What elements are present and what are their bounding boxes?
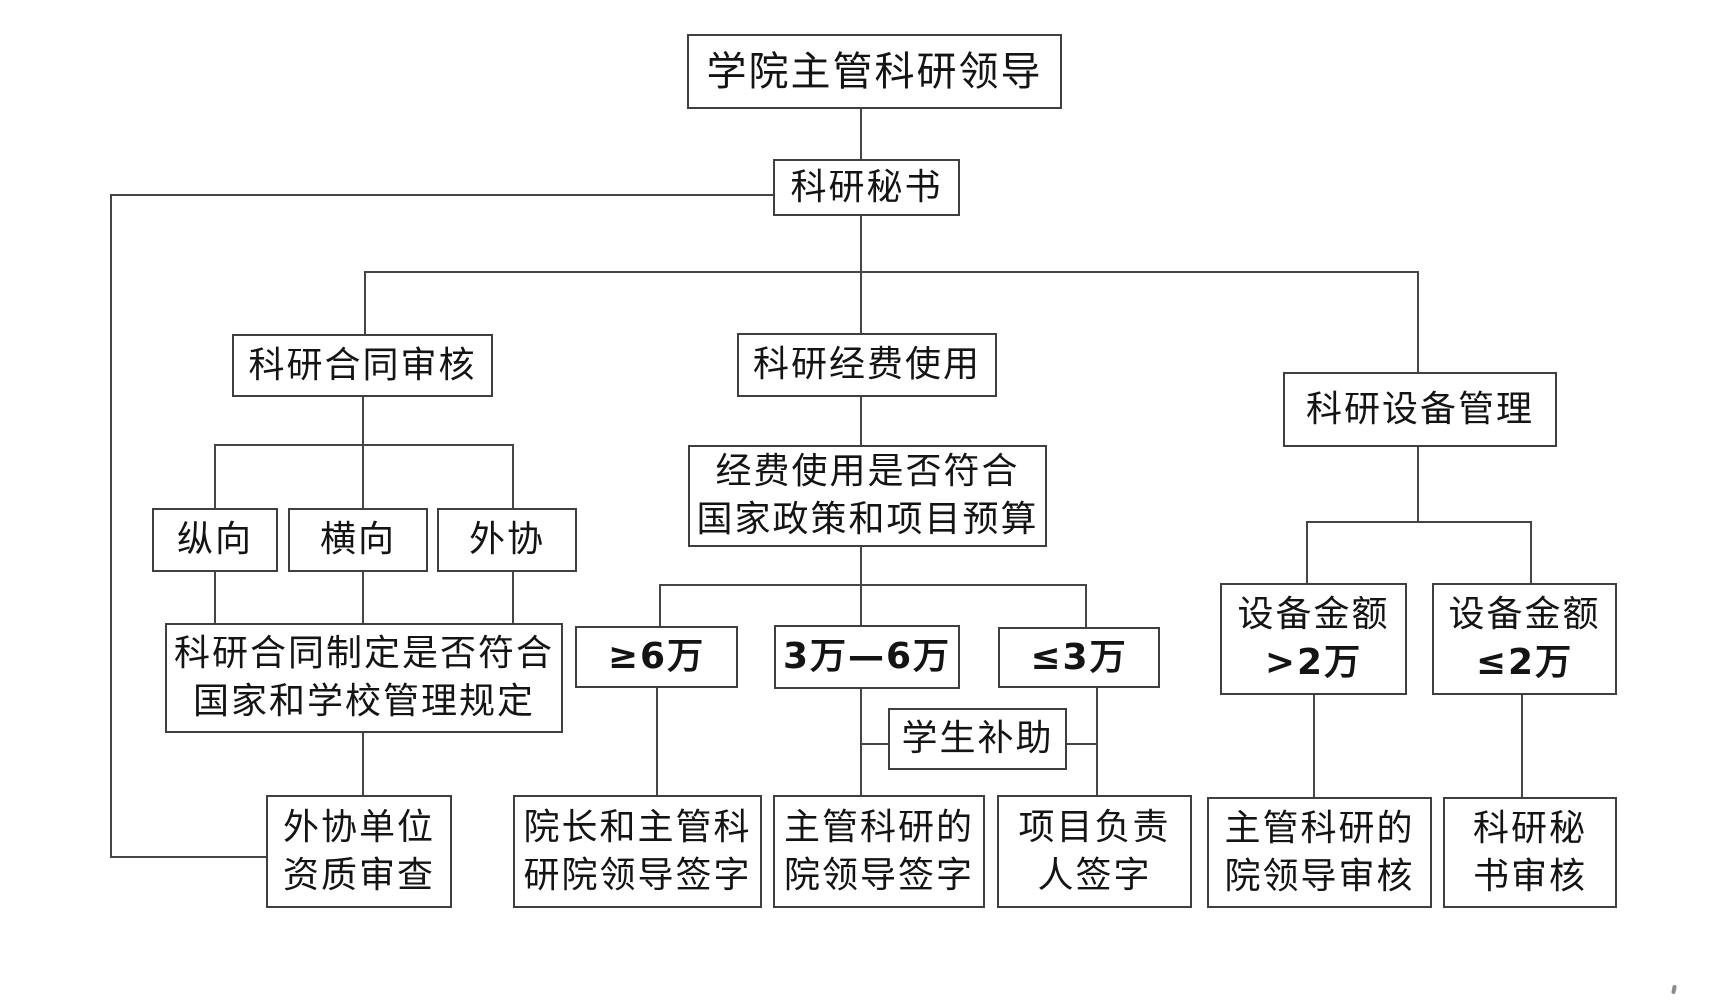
node-label: 科研设备管理 bbox=[1305, 388, 1534, 430]
node-label: ≤2万 bbox=[1475, 642, 1574, 683]
node-equip-gt-2w: 设备金额 >2万 bbox=[1220, 583, 1407, 695]
node-label: 外协 bbox=[468, 519, 545, 560]
node-label: 人签字 bbox=[1037, 854, 1152, 896]
connector-line bbox=[1530, 521, 1532, 585]
node-label: 院长和主管科 bbox=[523, 806, 752, 848]
node-contract-review: 科研合同审核 bbox=[232, 334, 493, 397]
connector-line bbox=[214, 572, 216, 625]
connector-line bbox=[110, 194, 775, 196]
node-sec-audit: 科研秘 书审核 bbox=[1443, 797, 1617, 908]
node-label: 科研合同制定是否符合 bbox=[173, 633, 554, 674]
connector-line bbox=[1417, 271, 1419, 374]
connector-line bbox=[860, 743, 890, 745]
node-label: ≥6万 bbox=[607, 636, 706, 677]
node-label: 项目负责 bbox=[1018, 806, 1171, 848]
node-label: 3万—6万 bbox=[782, 636, 952, 677]
node-horizontal-type: 横向 bbox=[288, 508, 428, 572]
connector-line bbox=[364, 271, 1419, 273]
node-label: 科研合同审核 bbox=[248, 344, 477, 386]
connector-line bbox=[214, 444, 514, 446]
node-label: 院领导签字 bbox=[783, 854, 974, 896]
connector-line bbox=[1521, 695, 1523, 799]
node-label: 设备金额 bbox=[1448, 594, 1601, 635]
node-equip-le-2w: 设备金额 ≤2万 bbox=[1432, 583, 1617, 695]
node-label: 资质审查 bbox=[282, 854, 435, 896]
node-label: 学生补助 bbox=[901, 718, 1054, 759]
connector-line bbox=[659, 584, 661, 628]
node-vertical-type: 纵向 bbox=[152, 508, 278, 572]
connector-line bbox=[659, 584, 1087, 586]
node-pi-sign: 项目负责 人签字 bbox=[997, 795, 1192, 908]
node-dean-sign: 院长和主管科 研院领导签字 bbox=[513, 795, 762, 908]
node-contract-check: 科研合同制定是否符合 国家和学校管理规定 bbox=[165, 623, 563, 733]
connector-line bbox=[512, 572, 514, 625]
node-label: 研院领导签字 bbox=[523, 854, 752, 896]
node-label: 外协单位 bbox=[282, 806, 435, 848]
connector-line bbox=[362, 733, 364, 797]
node-label: 科研秘书 bbox=[790, 166, 943, 208]
node-fund-use: 科研经费使用 bbox=[737, 333, 997, 397]
connector-line bbox=[1306, 521, 1532, 523]
node-amount-le-3w: ≤3万 bbox=[998, 627, 1160, 688]
connector-line bbox=[362, 572, 364, 625]
connector-line bbox=[1417, 447, 1419, 523]
connector-line bbox=[1066, 743, 1098, 745]
connector-line bbox=[860, 109, 862, 161]
node-label: 主管科研的 bbox=[1224, 807, 1415, 849]
connector-line bbox=[656, 688, 658, 797]
node-label: 设备金额 bbox=[1237, 594, 1390, 635]
connector-line bbox=[1085, 584, 1087, 629]
connector-line bbox=[214, 444, 216, 510]
connector-line bbox=[362, 397, 364, 510]
connector-line bbox=[860, 547, 862, 627]
connector-line bbox=[512, 444, 514, 510]
node-student-subsidy: 学生补助 bbox=[888, 708, 1067, 770]
node-secretary: 科研秘书 bbox=[773, 159, 960, 216]
node-label: 经费使用是否符合 bbox=[715, 451, 1020, 492]
node-amount-3w-6w: 3万—6万 bbox=[774, 625, 960, 689]
node-qualification-check: 外协单位 资质审查 bbox=[266, 795, 452, 908]
node-equipment-mgmt: 科研设备管理 bbox=[1283, 372, 1557, 447]
node-dean: 学院主管科研领导 bbox=[687, 34, 1062, 109]
node-label: ≤3万 bbox=[1030, 636, 1128, 678]
node-label: 院领导审核 bbox=[1224, 855, 1415, 897]
connector-line bbox=[1096, 688, 1098, 797]
connector-line bbox=[860, 397, 862, 447]
node-label: 横向 bbox=[319, 519, 396, 560]
node-label: 科研经费使用 bbox=[752, 344, 981, 385]
node-label: 国家和学校管理规定 bbox=[192, 681, 535, 722]
node-label: 纵向 bbox=[176, 519, 253, 560]
node-lead-sign: 主管科研的 院领导签字 bbox=[773, 795, 985, 908]
artifact-mark bbox=[1671, 984, 1677, 995]
connector-line bbox=[110, 856, 268, 858]
connector-line bbox=[1306, 521, 1308, 585]
node-label: >2万 bbox=[1264, 642, 1363, 683]
connector-line bbox=[1313, 695, 1315, 799]
connector-line bbox=[364, 271, 366, 336]
node-label: 国家政策和项目预算 bbox=[696, 499, 1039, 540]
node-external-type: 外协 bbox=[437, 508, 577, 572]
node-label: 主管科研的 bbox=[783, 806, 974, 848]
node-label: 学院主管科研领导 bbox=[706, 48, 1043, 95]
node-amount-ge-6w: ≥6万 bbox=[575, 626, 738, 688]
connector-line bbox=[860, 215, 862, 335]
node-lead-audit: 主管科研的 院领导审核 bbox=[1207, 797, 1432, 908]
node-label: 书审核 bbox=[1472, 855, 1587, 897]
connector-line bbox=[110, 194, 112, 858]
node-fund-check: 经费使用是否符合 国家政策和项目预算 bbox=[688, 445, 1047, 547]
node-label: 科研秘 bbox=[1472, 807, 1587, 849]
